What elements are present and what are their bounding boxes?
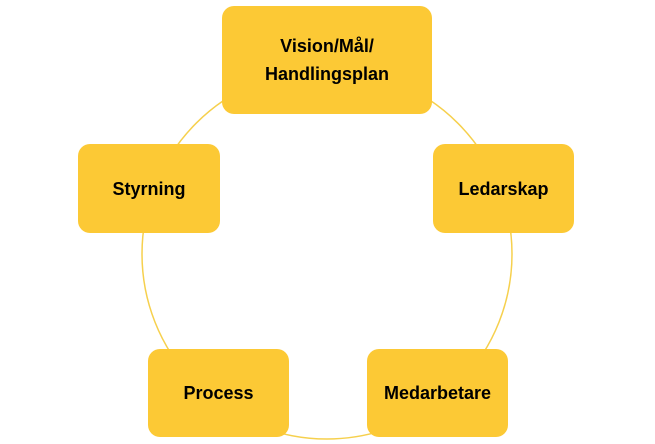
node-process: Process bbox=[148, 349, 289, 437]
node-label: Styrning bbox=[112, 178, 186, 199]
node-label: Medarbetare bbox=[383, 383, 492, 403]
node-employees: Medarbetare bbox=[367, 349, 508, 437]
node-label: Process bbox=[183, 383, 254, 403]
node-governance: Styrning bbox=[78, 144, 220, 233]
node-leadership: Ledarskap bbox=[433, 144, 574, 233]
node-label: Ledarskap bbox=[458, 178, 549, 199]
node-vision-goal-plan: Vision/Mål/ Handlingsplan bbox=[222, 6, 432, 114]
node-label: Vision/Mål/ Handlingsplan bbox=[264, 36, 389, 84]
